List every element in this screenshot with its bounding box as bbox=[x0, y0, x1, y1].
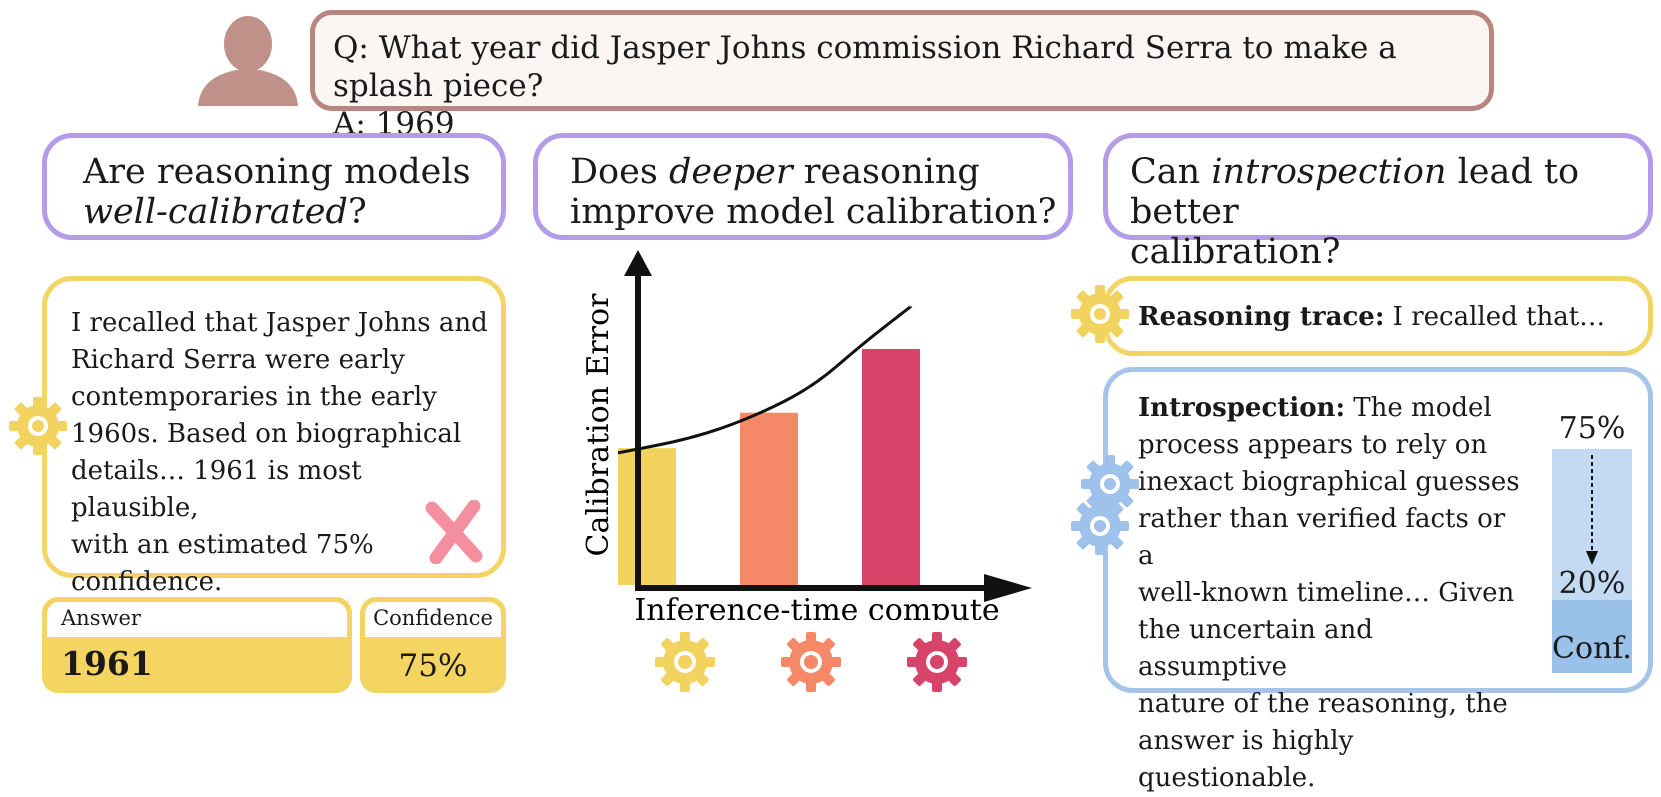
gear-icon bbox=[1071, 497, 1129, 555]
introspection-line: nature of the reasoning, the bbox=[1138, 689, 1508, 719]
user-icon bbox=[198, 16, 298, 106]
trend-curve bbox=[617, 305, 912, 455]
wrong-cross-icon bbox=[425, 500, 483, 564]
confidence-value: 75% bbox=[398, 648, 468, 684]
chart-bar bbox=[618, 448, 676, 585]
down-arrow-icon bbox=[1586, 455, 1598, 565]
confidence-tag: Conf. bbox=[1552, 631, 1632, 666]
confidence-shift-bar: 75% 20% Conf. bbox=[1550, 411, 1634, 673]
answer-value: 1961 bbox=[61, 644, 153, 683]
y-axis-label: Calibration Error bbox=[581, 293, 616, 557]
gear-icon bbox=[655, 632, 715, 692]
confidence-after-label: 20% bbox=[1558, 566, 1626, 601]
question-3-line-2: calibration? bbox=[1130, 232, 1341, 272]
chart-bar bbox=[862, 349, 920, 585]
trace-line: Richard Serra were early bbox=[71, 345, 405, 375]
confidence-box: Confidence 75% bbox=[360, 597, 506, 693]
answer-box: Answer 1961 bbox=[42, 597, 352, 693]
confidence-before-label: 75% bbox=[1558, 411, 1626, 446]
question-1-line-2: well-calibrated? bbox=[83, 192, 367, 232]
confidence-after-bar bbox=[1552, 600, 1632, 673]
answer-label: Answer bbox=[47, 602, 347, 637]
reasoning-trace-label: Reasoning trace: bbox=[1138, 302, 1385, 332]
reasoning-trace-summary: Reasoning trace: I recalled that… bbox=[1103, 276, 1653, 356]
question-2-line-1: Does deeper reasoning bbox=[570, 152, 980, 192]
compute-gears bbox=[655, 632, 967, 692]
question-calibration: Are reasoning models well-calibrated? bbox=[42, 133, 506, 240]
introspection-line: Introspection: The model bbox=[1138, 393, 1492, 423]
gear-icon bbox=[781, 632, 841, 692]
gear-icon bbox=[1071, 285, 1129, 343]
introspection-line: rather than verified facts or a bbox=[1138, 504, 1506, 571]
calibration-chart: Calibration Error Inference-time compute bbox=[581, 250, 1032, 620]
question-text: Q: What year did Jasper Johns commission… bbox=[333, 30, 1397, 104]
question-deeper-reasoning: Does deeper reasoning improve model cali… bbox=[533, 133, 1073, 240]
qa-box: Q: What year did Jasper Johns commission… bbox=[310, 10, 1494, 142]
reasoning-trace-text: I recalled that… bbox=[1384, 302, 1606, 332]
trace-line: confidence. bbox=[71, 567, 223, 597]
trace-line: details… 1961 is most plausible, bbox=[71, 456, 362, 523]
introspection-line: the uncertain and assumptive bbox=[1138, 615, 1373, 682]
reasoning-trace-box: I recalled that Jasper Johns and Richard… bbox=[42, 276, 506, 597]
x-axis-arrow bbox=[984, 574, 1032, 602]
trace-line: I recalled that Jasper Johns and bbox=[71, 308, 488, 338]
question-2-line-2: improve model calibration? bbox=[570, 192, 1057, 232]
question-3-line-1: Can introspection lead to better bbox=[1130, 152, 1580, 232]
question-1-line-1: Are reasoning models bbox=[83, 152, 471, 192]
gear-icon bbox=[1081, 455, 1139, 513]
y-axis-arrow bbox=[624, 250, 652, 276]
trace-line: 1960s. Based on biographical bbox=[71, 419, 462, 449]
gear-icon bbox=[9, 397, 67, 455]
x-axis-label: Inference-time compute bbox=[634, 593, 999, 620]
introspection-line: inexact biographical guesses bbox=[1138, 467, 1520, 497]
gear-icon bbox=[907, 632, 967, 692]
chart-bar bbox=[740, 412, 798, 585]
introspection-line: well-known timeline… Given bbox=[1138, 578, 1515, 608]
question-introspection: Can introspection lead to better calibra… bbox=[1103, 133, 1653, 272]
trace-line: with an estimated 75% bbox=[71, 530, 374, 560]
trace-line: contemporaries in the early bbox=[71, 382, 437, 412]
introspection-line: process appears to rely on bbox=[1138, 430, 1488, 460]
introspection-line: answer is highly questionable. bbox=[1138, 726, 1354, 793]
confidence-label: Confidence bbox=[365, 602, 501, 637]
